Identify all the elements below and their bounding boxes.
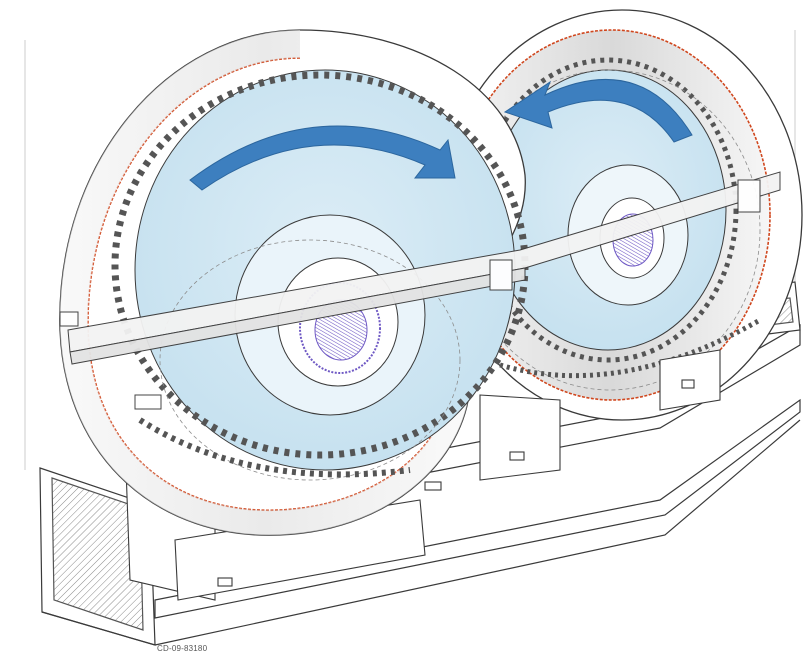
- counterclockwise-arrow-icon: [503, 78, 693, 143]
- clockwise-arrow-icon: [189, 125, 456, 191]
- left-housing-seal: [87, 57, 451, 512]
- right-lower-teeth: [499, 317, 762, 379]
- right-gear-teeth-ring: [477, 57, 739, 363]
- split-line-flange: [59, 171, 781, 410]
- left-dashed-circle: [159, 239, 461, 481]
- right-pedestal: [479, 349, 721, 481]
- figure-id-caption: CD-09-83180: [157, 644, 208, 653]
